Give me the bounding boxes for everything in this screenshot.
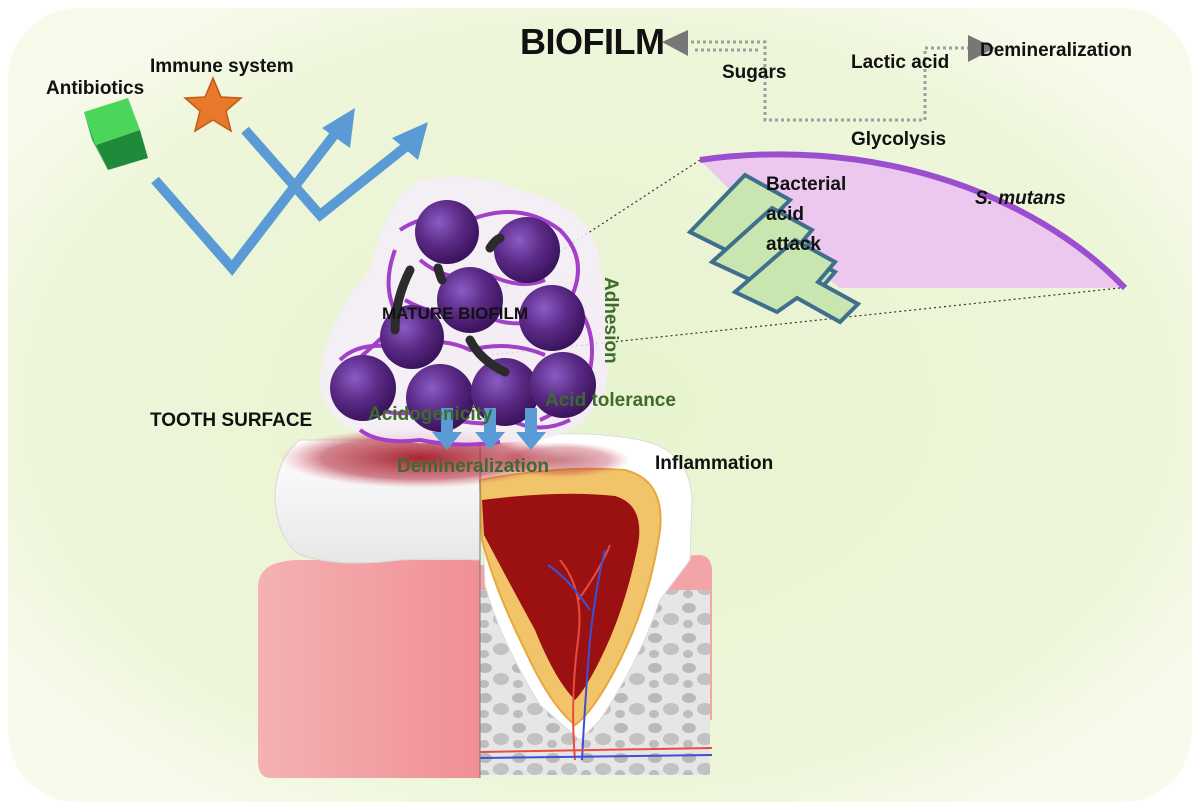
label-demineralization-bottom: Demineralization — [397, 456, 550, 477]
bacterium — [406, 364, 474, 432]
label-tooth-surface: TOOTH SURFACE — [150, 410, 313, 431]
pathway-connectors — [685, 40, 968, 122]
label-immune-system: Immune system — [150, 56, 294, 77]
label-attack: attack — [766, 234, 821, 255]
label-demineralization-top: Demineralization — [980, 40, 1133, 61]
label-acidogenicity: Acidogenicity — [368, 404, 493, 425]
zoom-line-top — [469, 159, 701, 311]
label-acid-tolerance: Acid tolerance — [545, 390, 676, 411]
bacterium — [437, 267, 503, 333]
biofilm-tethers — [390, 233, 510, 377]
gum — [258, 560, 480, 778]
bacterium — [494, 217, 560, 283]
label-sugars: Sugars — [722, 62, 787, 83]
bacterium — [415, 200, 479, 264]
inflammation-stain — [490, 442, 630, 478]
arrowhead-to-biofilm — [662, 30, 688, 56]
label-glycolysis: Glycolysis — [851, 129, 947, 150]
arrowhead-1 — [322, 108, 355, 148]
label-adhesion: Adhesion — [600, 277, 621, 364]
bacterium — [519, 285, 585, 351]
green-cube-icon — [84, 98, 148, 170]
bacterial-acid-attack-arrows — [686, 172, 862, 325]
label-acid: acid — [766, 204, 805, 225]
s-mutans-outline — [699, 151, 1128, 291]
demineralization-arrows — [432, 408, 546, 450]
label-antibiotics: Antibiotics — [46, 78, 145, 99]
orange-star-icon — [183, 76, 243, 133]
label-mature-biofilm: MATURE BIOFILM — [382, 304, 529, 323]
arrowhead-2 — [392, 122, 428, 160]
label-lactic-acid: Lactic acid — [851, 52, 950, 73]
biofilm-bacteria — [330, 200, 596, 432]
label-s-mutans: S. mutans — [975, 188, 1066, 209]
bacterium — [330, 355, 396, 421]
label-inflammation: Inflammation — [655, 453, 774, 474]
diagram-title: BIOFILM — [520, 21, 665, 62]
label-bacterial: Bacterial — [766, 174, 847, 195]
arrowhead-to-demineralization — [968, 35, 995, 62]
blood-vessels — [479, 544, 713, 761]
bacterium — [530, 352, 596, 418]
deflection-arrows — [151, 126, 412, 276]
zoom-line-bottom — [489, 287, 1121, 356]
pulp — [482, 493, 640, 700]
